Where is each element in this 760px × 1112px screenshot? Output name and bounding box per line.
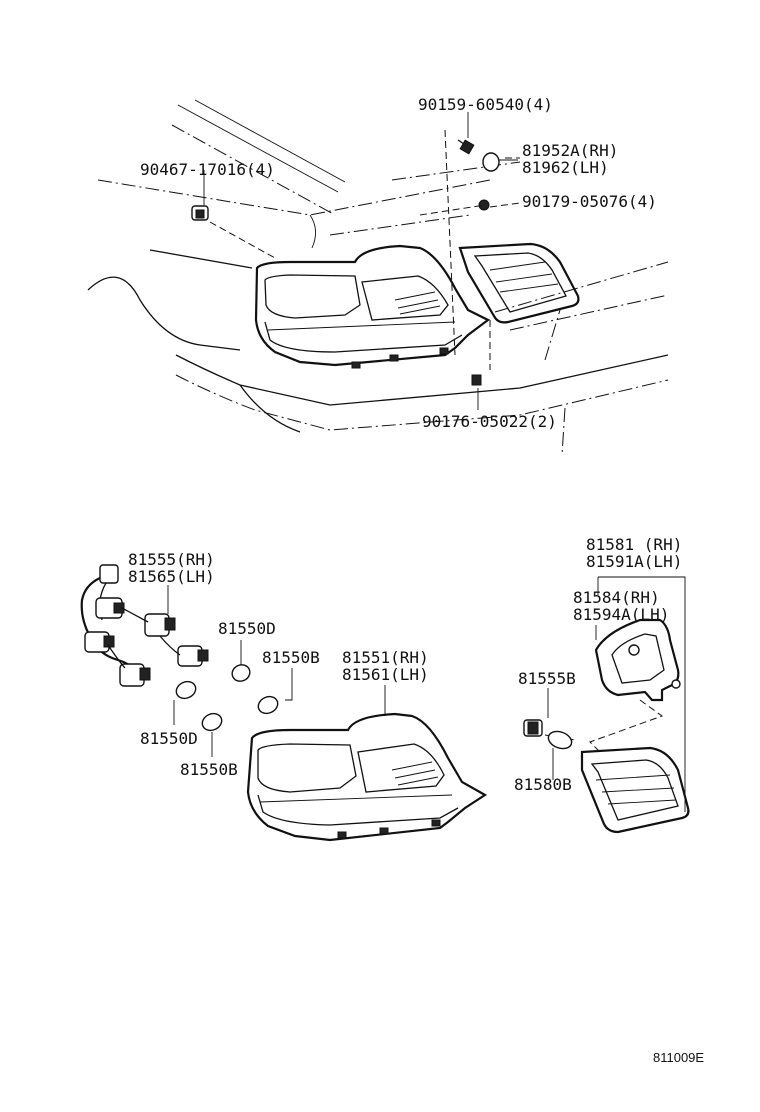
trunk-lamp-top — [458, 242, 580, 324]
part-label-81580b: 81580B — [514, 775, 572, 794]
part-label-81565-lh: 81565(LH) — [128, 567, 215, 586]
part-label-81555b: 81555B — [518, 669, 576, 688]
part-label-90159-60540: 90159-60540(4) — [418, 95, 553, 114]
part-label-81550b-upper: 81550B — [262, 648, 320, 667]
part-label-90176-05022: 90176-05022(2) — [422, 412, 557, 431]
part-label-90467-17016: 90467-17016(4) — [140, 160, 275, 179]
vehicle-body-outline — [87, 99, 669, 456]
socket-wire-assembly — [80, 564, 209, 687]
leader-lines-top — [203, 112, 521, 410]
part-label-81591a-lh: 81591A(LH) — [586, 552, 682, 571]
part-label-81551-rh: 81551(RH) — [342, 648, 429, 667]
part-label-81952a-rh: 81952A(RH) — [522, 141, 618, 160]
part-label-81550d-lower: 81550D — [140, 729, 198, 748]
part-label-81584-rh: 81584(RH) — [573, 588, 660, 607]
part-label-81581-rh: 81581 (RH) — [586, 535, 682, 554]
rear-combination-lamp-bottom — [246, 685, 488, 842]
part-label-81555-rh: 81555(RH) — [128, 550, 215, 569]
rear-combination-lamp-top — [254, 244, 491, 369]
part-label-90179-05076: 90179-05076(4) — [522, 192, 657, 211]
part-label-81550d-upper: 81550D — [218, 619, 276, 638]
figure-code: 811009E — [653, 1050, 704, 1065]
part-label-81561-lh: 81561(LH) — [342, 665, 429, 684]
part-label-81962-lh: 81962(LH) — [522, 158, 609, 177]
bulbs — [173, 640, 293, 757]
trunk-lamp-assembly — [523, 576, 690, 834]
fasteners-top — [191, 139, 500, 386]
part-label-81594a-lh: 81594A(LH) — [573, 605, 669, 624]
part-label-81550b-lower: 81550B — [180, 760, 238, 779]
